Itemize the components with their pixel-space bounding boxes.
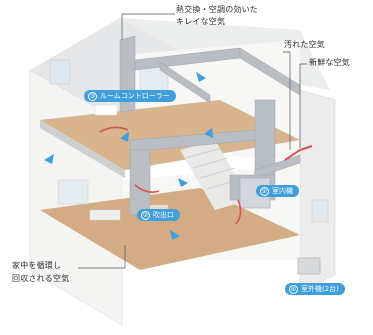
fresh-air-intake (284, 145, 313, 161)
window-right-wall (311, 199, 329, 223)
clean-air-arrows (44, 72, 213, 240)
bed (94, 104, 118, 116)
floor-slab-edge (40, 120, 125, 178)
lower-floor (40, 188, 300, 270)
outdoor-unit (297, 257, 321, 275)
leader-lines (78, 13, 307, 269)
return-air-arrows (99, 126, 242, 225)
sofa (89, 209, 121, 221)
label-indoor-unit-text: 室内機 (272, 187, 293, 195)
callout-conditioned-air-line2: キレイな空気 (176, 17, 226, 26)
label-outdoor-unit-number: ④ (289, 285, 298, 294)
callout-conditioned-air-line1: 熱交換・空調の効いた (176, 5, 258, 14)
callout-fresh-air: 新鮮な空気 (309, 58, 350, 67)
upper-floor (40, 100, 300, 170)
label-outlet-text: 吹出口 (153, 211, 174, 219)
callout-circulating-air-line1: 家中を循環し (12, 261, 62, 270)
label-indoor-unit-number: ① (260, 187, 269, 196)
label-outlet-number: ② (141, 211, 150, 220)
window-upper-left (49, 59, 71, 85)
label-room-controller-number: ③ (88, 92, 97, 101)
callout-circulating-air-line2: 回収される空気 (12, 274, 70, 283)
label-room-controller-text: ルームコントローラー (100, 92, 170, 100)
callout-dirty-air: 汚れた空気 (284, 40, 325, 49)
duct-network (119, 35, 301, 216)
window-lower-left (57, 179, 89, 205)
label-outdoor-unit-text: 室外機(2台) (301, 285, 339, 293)
